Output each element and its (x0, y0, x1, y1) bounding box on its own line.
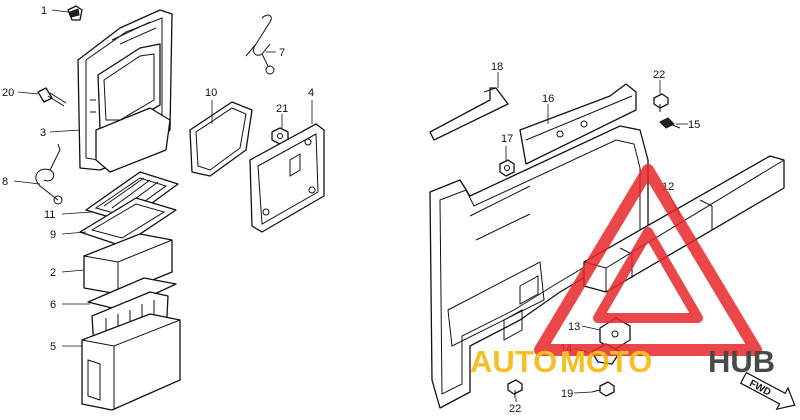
callout-label: 19 (561, 388, 573, 400)
watermark-text-moto: MOTO (560, 344, 652, 379)
callout-label: 9 (50, 229, 56, 241)
callout-label: 20 (2, 87, 14, 99)
part-lower-case-5 (81, 313, 181, 411)
part-screw-15 (659, 117, 681, 129)
callout-label: 5 (50, 341, 56, 353)
watermark-text-auto: AUTO (470, 344, 557, 379)
callout-label: 11 (44, 209, 55, 221)
part-clip-1 (67, 5, 83, 21)
watermark-triangle-icon (534, 164, 762, 356)
part-strip-18 (429, 87, 509, 141)
callout-label: 21 (276, 103, 288, 115)
callout-label: 4 (308, 87, 314, 99)
watermark-inner-triangle-icon (593, 227, 703, 323)
callout-label: 22 (509, 403, 521, 415)
callout-label: 17 (501, 133, 513, 145)
callout-label: 8 (2, 176, 8, 188)
callout-label: 2 (50, 267, 56, 279)
watermark: AUTO MOTO HUB (470, 164, 775, 379)
callout-label: 16 (542, 93, 554, 105)
callout-label: 10 (205, 87, 217, 99)
part-upper-case-3 (77, 9, 173, 173)
part-bolt-22-bottom (507, 379, 523, 398)
part-bolt-19 (591, 381, 615, 397)
part-grommet-17 (499, 159, 515, 177)
part-cover-plate-4 (249, 123, 325, 233)
part-gasket-10 (189, 101, 253, 177)
callout-label: 13 (568, 321, 580, 333)
callout-label: 18 (491, 61, 503, 73)
part-bolt-22-top (653, 93, 669, 112)
callout-label: 6 (50, 299, 56, 311)
part-gasket-9 (79, 197, 177, 247)
part-spring-clip-8 (35, 143, 63, 205)
part-spring-clip-7 (245, 14, 275, 75)
callout-label: 3 (40, 127, 46, 139)
callout-label: 1 (41, 5, 47, 17)
part-lid-16 (519, 83, 637, 165)
callout-label: 15 (688, 119, 700, 131)
watermark-text-hub: HUB (708, 344, 775, 379)
callout-label: 22 (653, 69, 665, 81)
callout-label: 7 (279, 47, 285, 59)
part-bolt-20 (37, 87, 67, 107)
fwd-label: FWD (747, 378, 772, 398)
